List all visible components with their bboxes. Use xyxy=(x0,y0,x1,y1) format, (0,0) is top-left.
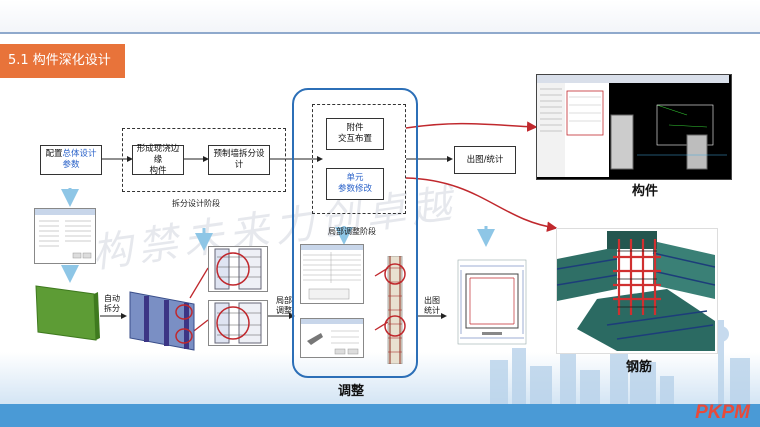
config-label-line2: 参数 xyxy=(62,160,80,170)
component-cad-screenshot xyxy=(536,74,732,180)
detail-bottom-icon xyxy=(214,302,262,344)
config-label-accent: 总体设计 xyxy=(62,149,97,159)
wall-split-box: 预制墙拆分设计 xyxy=(208,145,270,175)
auto-split-line2: 拆分 xyxy=(104,304,120,313)
table-icon xyxy=(301,245,363,300)
config-params-box: 配置总体设计 参数 xyxy=(40,145,102,175)
attach-line2: 交互布置 xyxy=(337,134,372,144)
footer-band xyxy=(0,404,760,427)
drawing-stats-box: 出图/统计 xyxy=(454,146,516,174)
output-label: 出图/统计 xyxy=(466,154,504,165)
local-adjust-line2: 调整 xyxy=(276,306,292,315)
attachment-dialog xyxy=(300,318,364,358)
attachment-icon xyxy=(301,319,363,355)
header-divider xyxy=(0,32,760,34)
rebar-joint-icon xyxy=(556,231,716,351)
auto-split-line1: 自动 xyxy=(104,294,120,303)
unit-param-edit-box: 单元参数修改 xyxy=(326,168,384,200)
adjust-caption: 调整 xyxy=(338,384,365,399)
header-bar xyxy=(0,0,760,32)
local-adjust-label: 局部调整 xyxy=(276,296,292,316)
draw-stats-line1: 出图 xyxy=(424,296,440,305)
form-edge-line2: 构件 xyxy=(149,165,167,176)
config-label-prefix: 配置 xyxy=(45,149,63,159)
local-adjust-line1: 局部 xyxy=(276,296,292,305)
city-skyline xyxy=(490,320,750,404)
param-table-dialog xyxy=(300,244,364,304)
rebar-3d-render xyxy=(556,228,718,354)
attachment-layout-box: 附件交互布置 xyxy=(326,118,384,150)
wall-split-line1: 预制墙拆分设 xyxy=(213,149,265,159)
component-caption: 构件 xyxy=(632,184,659,199)
form-edge-member-box: 形成现浇边缘构件 xyxy=(132,143,184,176)
wall-split-line2: 计 xyxy=(234,160,244,170)
local-phase-label: 局部调整阶段 xyxy=(328,227,376,236)
unit-line1: 单元 xyxy=(346,173,364,183)
joint-detail-top xyxy=(208,246,268,292)
unit-line2: 参数修改 xyxy=(337,184,372,194)
rebar-column-icon xyxy=(384,256,406,364)
config-dialog-thumbnail xyxy=(34,208,96,264)
drawing-sheet-icon xyxy=(457,259,527,345)
pkpm-logo: PKPM xyxy=(695,402,750,423)
dialog-icon xyxy=(35,209,95,259)
local-phase-group xyxy=(312,104,406,214)
adjust-panel xyxy=(292,88,418,378)
draw-stats-label: 出图统计 xyxy=(424,296,440,316)
split-phase-label: 拆分设计阶段 xyxy=(172,199,220,208)
rebar-caption: 钢筋 xyxy=(626,360,653,375)
detail-top-icon xyxy=(214,248,262,290)
split-wall-panels-icon xyxy=(129,291,195,351)
auto-split-label: 自动拆分 xyxy=(104,294,120,314)
joint-detail-bottom xyxy=(208,300,268,346)
form-edge-line1: 形成现浇边缘 xyxy=(136,143,180,165)
attach-line1: 附件 xyxy=(346,123,364,133)
split-phase-group xyxy=(122,128,286,192)
green-wall-panel-icon xyxy=(35,285,100,341)
cad-screen-icon xyxy=(537,75,729,177)
draw-stats-line2: 统计 xyxy=(424,306,440,315)
section-title: 5.1 构件深化设计 xyxy=(0,44,125,78)
